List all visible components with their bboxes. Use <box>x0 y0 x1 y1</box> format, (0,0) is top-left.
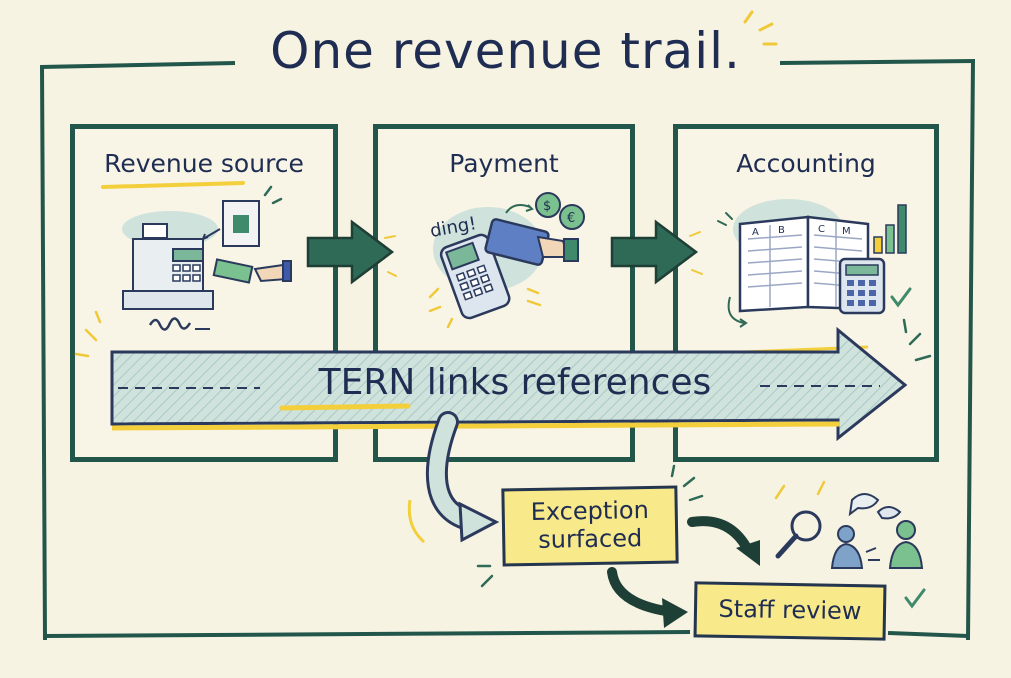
flow-label: TERN links references <box>318 362 712 403</box>
svg-text:M: M <box>842 226 851 237</box>
svg-text:B: B <box>778 225 785 236</box>
staff-review-note: Staff review <box>693 581 887 641</box>
ledger-icon: A B C M <box>717 199 912 355</box>
page-title: One revenue trail. <box>270 22 741 80</box>
exception-note: Exception surfaced <box>501 485 679 567</box>
card-terminal-icon: $ € <box>428 192 585 329</box>
svg-text:C: C <box>818 224 825 235</box>
panel-label-accounting: Accounting <box>736 149 876 178</box>
panel-label-revenue-source: Revenue source <box>104 149 304 178</box>
panel-label-payment: Payment <box>449 149 559 178</box>
svg-text:A: A <box>752 227 759 238</box>
svg-text:$: $ <box>543 199 551 214</box>
svg-text:€: € <box>567 211 575 226</box>
cash-register-icon <box>101 181 292 331</box>
